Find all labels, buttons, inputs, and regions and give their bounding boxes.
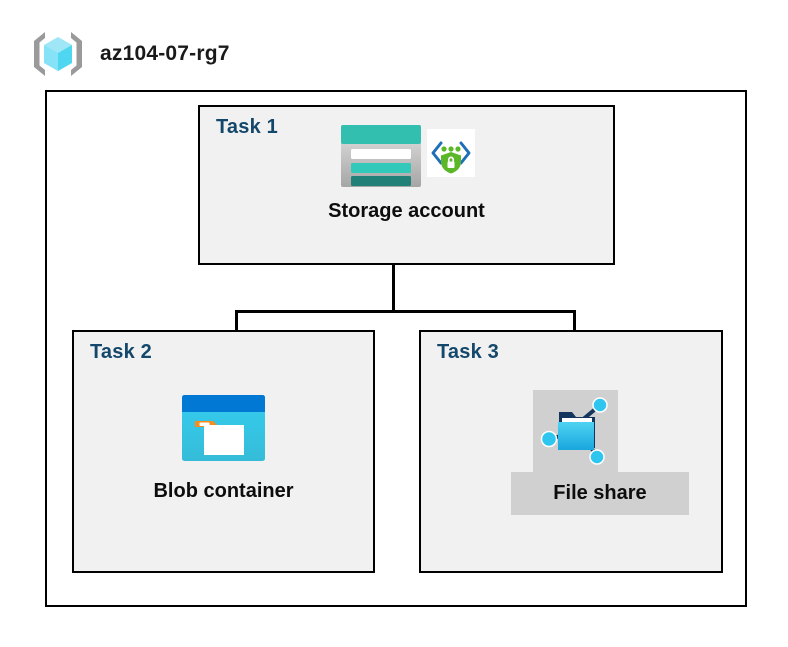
storage-account-caption: Storage account [328,200,485,222]
task-1-label: Task 1 [216,116,278,138]
blob-container-caption: Blob container [153,480,294,502]
connector-horizontal-bus [235,310,575,313]
file-share-caption: File share [553,482,647,504]
task-1-box[interactable]: Task 1 [198,105,615,265]
blob-container-icon [181,394,266,462]
task-3-label: Task 3 [437,341,499,363]
secure-endpoint-shield-icon [426,123,475,177]
resource-group-icon [30,28,86,80]
task-3-box[interactable]: Task 3 [419,330,723,573]
task-2-label: Task 2 [90,341,152,363]
storage-account-icon [339,123,423,189]
task-2-box[interactable]: Task 2 [72,330,375,573]
resource-group-name: az104-07-rg7 [100,42,230,65]
blob-container-icon-group [74,394,373,462]
file-share-selection-highlight-label [511,472,689,515]
resource-group-header: az104-07-rg7 [30,28,230,80]
storage-account-icon-group [200,123,613,189]
